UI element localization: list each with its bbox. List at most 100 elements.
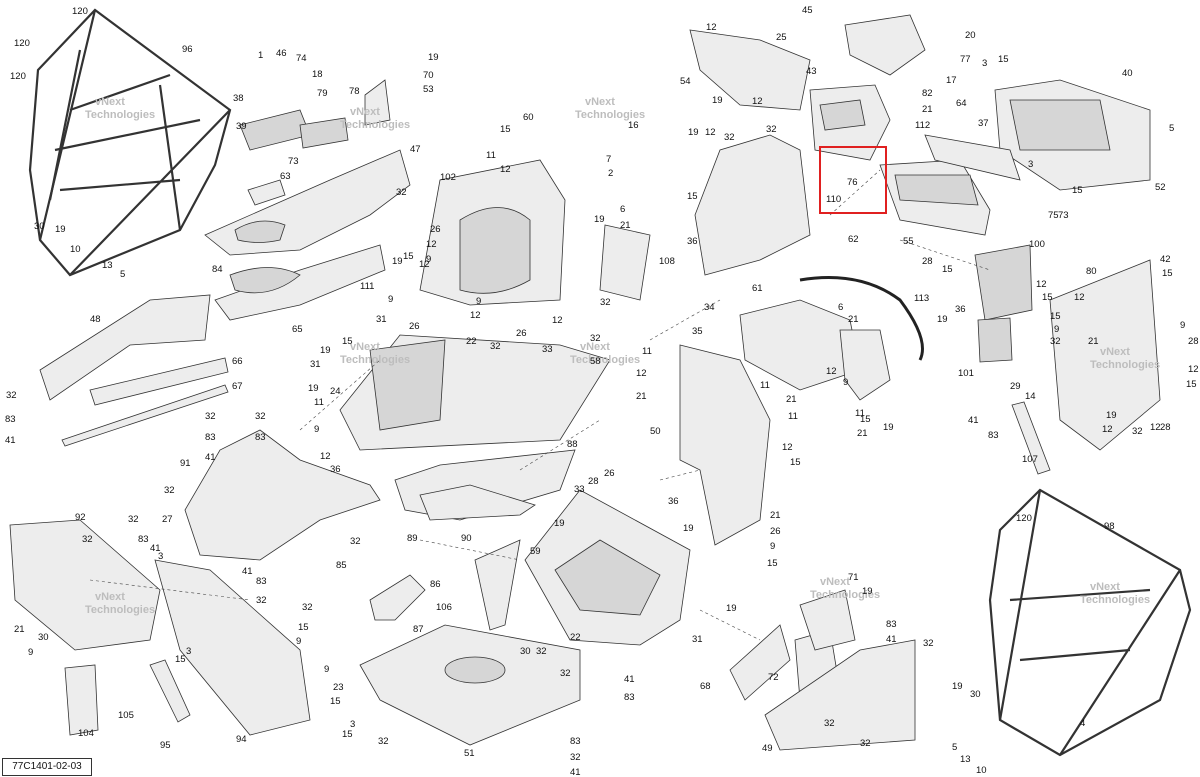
- callout-12: 12: [1036, 279, 1047, 290]
- callout-32: 32: [824, 718, 835, 729]
- callout-15: 15: [403, 251, 414, 262]
- callout-21: 21: [786, 394, 797, 405]
- callout-5: 5: [1169, 123, 1174, 134]
- callout-15: 15: [342, 729, 353, 740]
- callout-12: 12: [636, 368, 647, 379]
- callout-33: 33: [542, 344, 553, 355]
- callout-3: 3: [158, 551, 163, 562]
- callout-66: 66: [232, 356, 243, 367]
- callout-11: 11: [855, 408, 865, 419]
- callout-12: 12: [500, 164, 511, 175]
- callout-9: 9: [843, 377, 848, 388]
- callout-28: 28: [588, 476, 599, 487]
- callout-40: 40: [1122, 68, 1133, 79]
- callout-15: 15: [342, 336, 353, 347]
- callout-12: 12: [1188, 364, 1199, 375]
- callout-63: 63: [280, 171, 291, 182]
- callout-41: 41: [570, 767, 581, 777]
- callout-19: 19: [428, 52, 439, 63]
- callout-19: 19: [1106, 410, 1117, 421]
- callout-78: 78: [349, 86, 360, 97]
- callout-2: 2: [608, 168, 613, 179]
- svg-text:Technologies: Technologies: [85, 604, 155, 616]
- callout-1: 1: [258, 50, 263, 61]
- callout-9: 9: [314, 424, 319, 435]
- callout-32: 32: [256, 595, 267, 606]
- callout-100: 100: [1029, 239, 1045, 250]
- callout-28: 28: [1188, 336, 1199, 347]
- callout-41: 41: [150, 543, 161, 554]
- callout-16: 16: [628, 120, 639, 131]
- callout-39: 39: [236, 121, 247, 132]
- callout-19: 19: [712, 95, 723, 106]
- diagram-code: 77C1401-02-03: [2, 758, 92, 776]
- callout-71: 71: [848, 572, 859, 583]
- callout-13: 13: [960, 754, 971, 765]
- callout-12: 12: [706, 22, 717, 33]
- callout-21: 21: [636, 391, 647, 402]
- callout-10: 10: [70, 244, 81, 255]
- callout-15: 15: [998, 54, 1009, 65]
- assembly-guides: [89, 169, 991, 641]
- callout-21: 21: [922, 104, 933, 115]
- callout-32: 32: [590, 333, 601, 344]
- callout-9: 9: [1180, 320, 1185, 331]
- callout-4: 4: [1080, 718, 1085, 729]
- callout-3: 3: [982, 58, 987, 69]
- callout-120: 120: [72, 6, 88, 17]
- callout-28: 28: [1160, 422, 1171, 433]
- callout-49: 49: [762, 743, 773, 754]
- callout-15: 15: [298, 622, 309, 633]
- callout-32: 32: [560, 668, 571, 679]
- callout-70: 70: [423, 70, 434, 81]
- callout-21: 21: [857, 428, 868, 439]
- callout-36: 36: [687, 236, 698, 247]
- callout-94: 94: [236, 734, 247, 745]
- callout-101: 101: [958, 368, 974, 379]
- callout-19: 19: [320, 345, 331, 356]
- callout-23: 23: [333, 682, 344, 693]
- callout-73: 73: [288, 156, 299, 167]
- callout-7: 7: [606, 154, 611, 165]
- svg-text:vNext: vNext: [95, 96, 125, 108]
- callout-32: 32: [350, 536, 361, 547]
- callout-32: 32: [766, 124, 777, 135]
- callout-89: 89: [407, 533, 418, 544]
- callout-111: 111: [360, 281, 374, 292]
- svg-text:Technologies: Technologies: [1090, 359, 1160, 371]
- callout-19: 19: [937, 314, 948, 325]
- callout-29: 29: [1010, 381, 1021, 392]
- callout-113: 113: [914, 293, 929, 304]
- callout-13: 13: [102, 260, 113, 271]
- callout-12: 12: [1074, 292, 1085, 303]
- callout-12: 12: [826, 366, 837, 377]
- callout-27: 27: [162, 514, 173, 525]
- callout-41: 41: [968, 415, 979, 426]
- callout-45: 45: [802, 5, 813, 16]
- svg-text:vNext: vNext: [95, 591, 125, 603]
- callout-83: 83: [138, 534, 149, 545]
- callout-12: 12: [1150, 422, 1161, 433]
- callout-11: 11: [486, 150, 496, 161]
- svg-text:Technologies: Technologies: [810, 589, 880, 601]
- callout-12: 12: [552, 315, 563, 326]
- callout-25: 25: [776, 32, 787, 43]
- callout-46: 46: [276, 48, 287, 59]
- callout-5: 5: [952, 742, 957, 753]
- svg-text:vNext: vNext: [350, 341, 380, 353]
- callout-41: 41: [242, 566, 253, 577]
- callout-21: 21: [848, 314, 859, 325]
- callout-32: 32: [164, 485, 175, 496]
- callout-41: 41: [205, 452, 216, 463]
- callout-19: 19: [392, 256, 403, 267]
- callout-3: 3: [1028, 159, 1033, 170]
- callout-30: 30: [970, 689, 981, 700]
- callout-15: 15: [1162, 268, 1173, 279]
- callout-83: 83: [624, 692, 635, 703]
- callout-28: 28: [922, 256, 933, 267]
- callout-60: 60: [523, 112, 534, 123]
- callout-32: 32: [6, 390, 17, 401]
- callout-65: 65: [292, 324, 303, 335]
